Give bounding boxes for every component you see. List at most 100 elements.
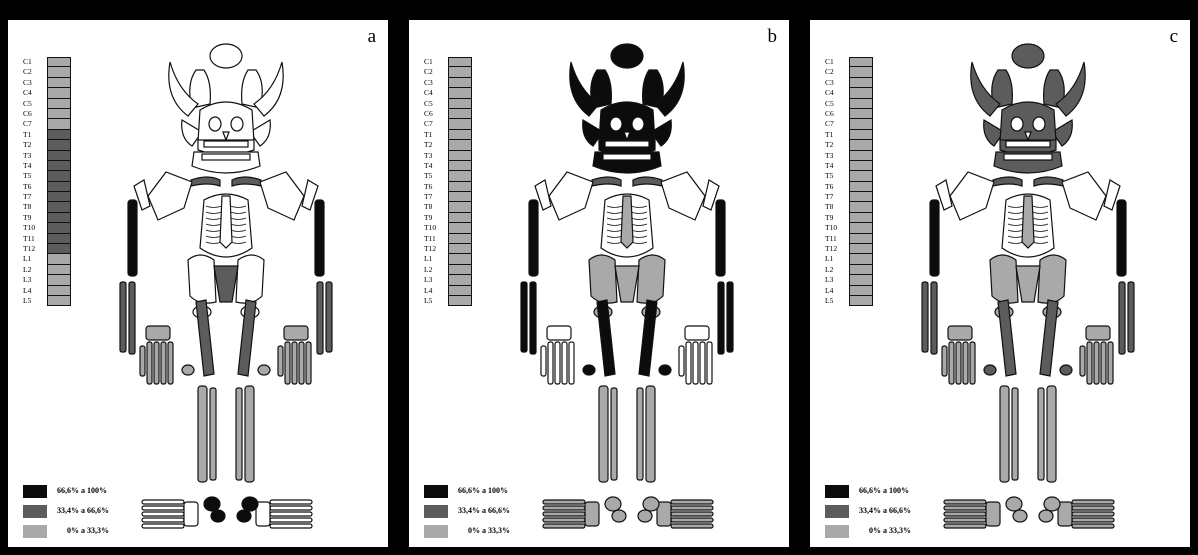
left-foot-toe xyxy=(142,524,184,528)
talus xyxy=(211,510,225,522)
vertebra-label: C3 xyxy=(23,78,45,88)
legend-label: 66,6% a 100% xyxy=(859,486,909,495)
vertebra-cell xyxy=(849,265,873,275)
vertebra-cell xyxy=(448,244,472,254)
left-hand-finger xyxy=(140,346,145,376)
vertebra-label: C4 xyxy=(23,88,45,98)
vertebra-cell xyxy=(849,286,873,296)
vertebra-label: T5 xyxy=(23,171,45,181)
vertebra-label: C3 xyxy=(825,78,847,88)
fibula xyxy=(236,388,242,480)
vertebra-cell xyxy=(47,213,71,223)
talus xyxy=(1013,510,1027,522)
vertebra-label: C5 xyxy=(825,99,847,109)
right-hand-finger xyxy=(700,342,705,384)
right-foot-toe xyxy=(270,500,312,504)
left-hand-finger xyxy=(154,342,159,384)
humerus xyxy=(128,200,137,276)
vertebra-label: C2 xyxy=(23,67,45,77)
legend-label: 0% a 33,3% xyxy=(468,526,510,535)
clavicle xyxy=(592,177,621,186)
right-hand-finger xyxy=(1087,342,1092,384)
vertebra-label: C7 xyxy=(424,119,446,129)
vertebra-label: T4 xyxy=(825,161,847,171)
lower-teeth xyxy=(202,154,250,160)
vertebra-label: L4 xyxy=(825,286,847,296)
left-foot-toe xyxy=(543,524,585,528)
humerus xyxy=(529,200,538,276)
tibia xyxy=(646,386,655,482)
fibula xyxy=(1038,388,1044,480)
vertebra-cell xyxy=(47,99,71,109)
hip-bone xyxy=(990,255,1018,303)
right-hand-carpals xyxy=(685,326,709,340)
vertebra-label: T10 xyxy=(424,223,446,233)
patella xyxy=(182,365,194,375)
vertebra-cell xyxy=(849,202,873,212)
vertebra-label: T1 xyxy=(825,130,847,140)
patella xyxy=(659,365,671,375)
ulna xyxy=(727,282,733,352)
vertebra-cell xyxy=(849,213,873,223)
vertebra-label: L3 xyxy=(424,275,446,285)
vertebra-label: C6 xyxy=(825,109,847,119)
vertebra-cell xyxy=(448,296,472,306)
panel-letter: a xyxy=(368,26,376,48)
vertebra-cell xyxy=(47,296,71,306)
left-foot-toe xyxy=(944,512,986,516)
vertebra-label: C1 xyxy=(825,57,847,67)
vertebra-label: T9 xyxy=(23,213,45,223)
vertebra-label: L3 xyxy=(23,275,45,285)
humerus xyxy=(1117,200,1126,276)
right-foot-toe xyxy=(270,518,312,522)
vertebra-cell xyxy=(849,130,873,140)
left-foot-toe xyxy=(944,524,986,528)
vertebra-label: T7 xyxy=(23,192,45,202)
left-hand-finger xyxy=(562,342,567,384)
vertebra-label: C1 xyxy=(23,57,45,67)
left-foot-toe xyxy=(142,512,184,516)
vertebra-label: T10 xyxy=(23,223,45,233)
left-hand-finger xyxy=(942,346,947,376)
eye-orbit xyxy=(231,117,243,131)
legend-swatch xyxy=(424,485,448,498)
panel-b: b C1C2C3C4C5C6C7T1T2T3T4T5T6T7T8T9T10T11… xyxy=(409,20,789,547)
vertebra-label: C2 xyxy=(825,67,847,77)
calcaneus xyxy=(1006,497,1022,511)
sacrum xyxy=(214,266,238,302)
vertebra-cell xyxy=(448,202,472,212)
left-foot-toe xyxy=(142,500,184,504)
right-foot-toe xyxy=(270,512,312,516)
legend-swatch xyxy=(23,485,47,498)
talus xyxy=(612,510,626,522)
vertebra-label: T1 xyxy=(424,130,446,140)
vertebra-cell xyxy=(448,78,472,88)
left-hand-finger xyxy=(970,342,975,384)
sternum xyxy=(1022,196,1034,248)
vertebra-cell xyxy=(47,161,71,171)
vertebra-label: T2 xyxy=(23,140,45,150)
vertebra-cell xyxy=(448,223,472,233)
vertebra-cell xyxy=(849,275,873,285)
vertebra-cell xyxy=(849,161,873,171)
sacrum xyxy=(1016,266,1040,302)
left-foot-toe xyxy=(142,506,184,510)
calcaneus xyxy=(242,497,258,511)
left-hand-carpals xyxy=(146,326,170,340)
vertebra-label: T8 xyxy=(23,202,45,212)
vertebra-cell xyxy=(448,151,472,161)
left-foot-toe xyxy=(944,500,986,504)
vertebra-cell xyxy=(47,130,71,140)
vertebra-label: L1 xyxy=(23,254,45,264)
humerus xyxy=(716,200,725,276)
left-foot-tarsals xyxy=(585,502,599,526)
legend-swatch xyxy=(23,525,47,538)
legend-label: 33,4% a 66,6% xyxy=(57,506,109,515)
eye-orbit xyxy=(1033,117,1045,131)
vertebra-cell xyxy=(47,223,71,233)
vertebra-cell xyxy=(448,119,472,129)
vertebra-label: T11 xyxy=(825,234,847,244)
vertebra-cell xyxy=(448,234,472,244)
